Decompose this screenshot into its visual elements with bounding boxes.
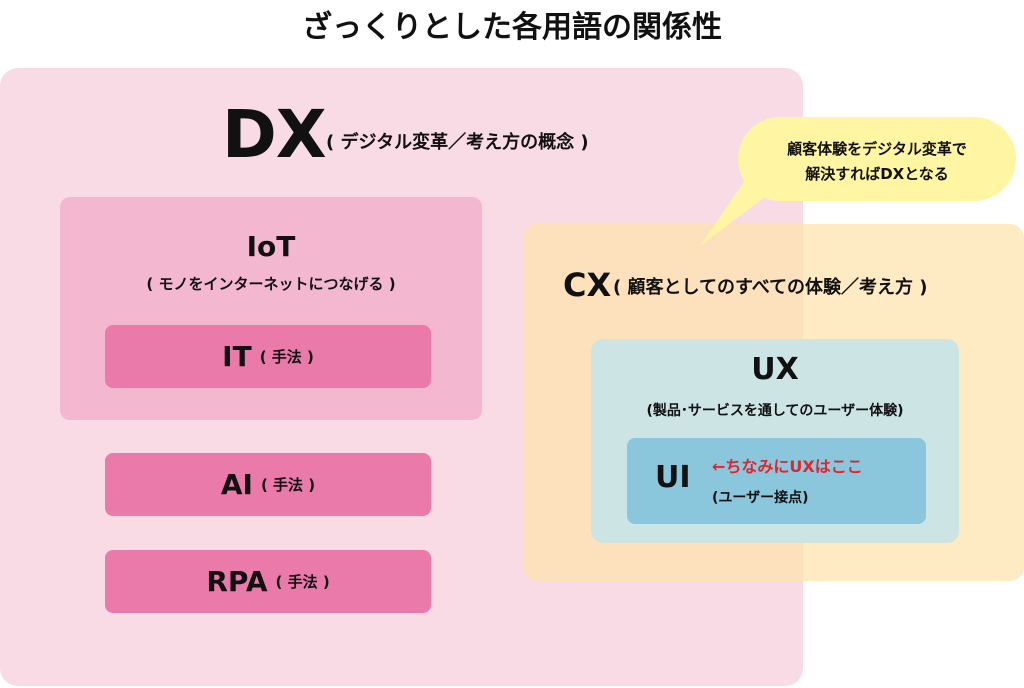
ux-description: (製品･サービスを通してのユーザー体験) — [646, 403, 904, 419]
speech-bubble — [738, 117, 1016, 201]
diagram-title: ざっくりとした各用語の関係性 — [302, 10, 722, 45]
ui-description: (ユーザー接点) — [712, 490, 809, 506]
ui-note: ←ちなみにUXはここ — [712, 457, 863, 476]
dx-label: DX — [222, 96, 327, 173]
speech-bubble-line-2: 解決すればDXとなる — [805, 165, 949, 183]
rpa-box: RPA ( 手法 ) — [105, 550, 431, 613]
ai-box: AI ( 手法 ) — [105, 453, 431, 516]
dx-description: ( デジタル変革／考え方の概念 ) — [326, 132, 589, 153]
it-label: IT — [222, 340, 252, 373]
it-box: IT ( 手法 ) — [105, 325, 431, 388]
speech-bubble-line-1: 顧客体験をデジタル変革で — [787, 140, 967, 158]
rpa-description: ( 手法 ) — [275, 573, 330, 591]
cx-label: CX — [563, 266, 612, 304]
iot-description: ( モノをインターネットにつなげる ) — [146, 275, 396, 293]
ui-area — [627, 438, 926, 524]
rpa-label: RPA — [206, 565, 268, 598]
cx-description: ( 顧客としてのすべての体験／考え方 ) — [613, 277, 928, 298]
ai-description: ( 手法 ) — [260, 476, 316, 494]
ui-label: UI — [655, 460, 691, 495]
ux-label: UX — [751, 352, 799, 387]
iot-label: IoT — [246, 230, 296, 263]
ai-label: AI — [220, 468, 253, 501]
it-description: ( 手法 ) — [259, 348, 314, 366]
